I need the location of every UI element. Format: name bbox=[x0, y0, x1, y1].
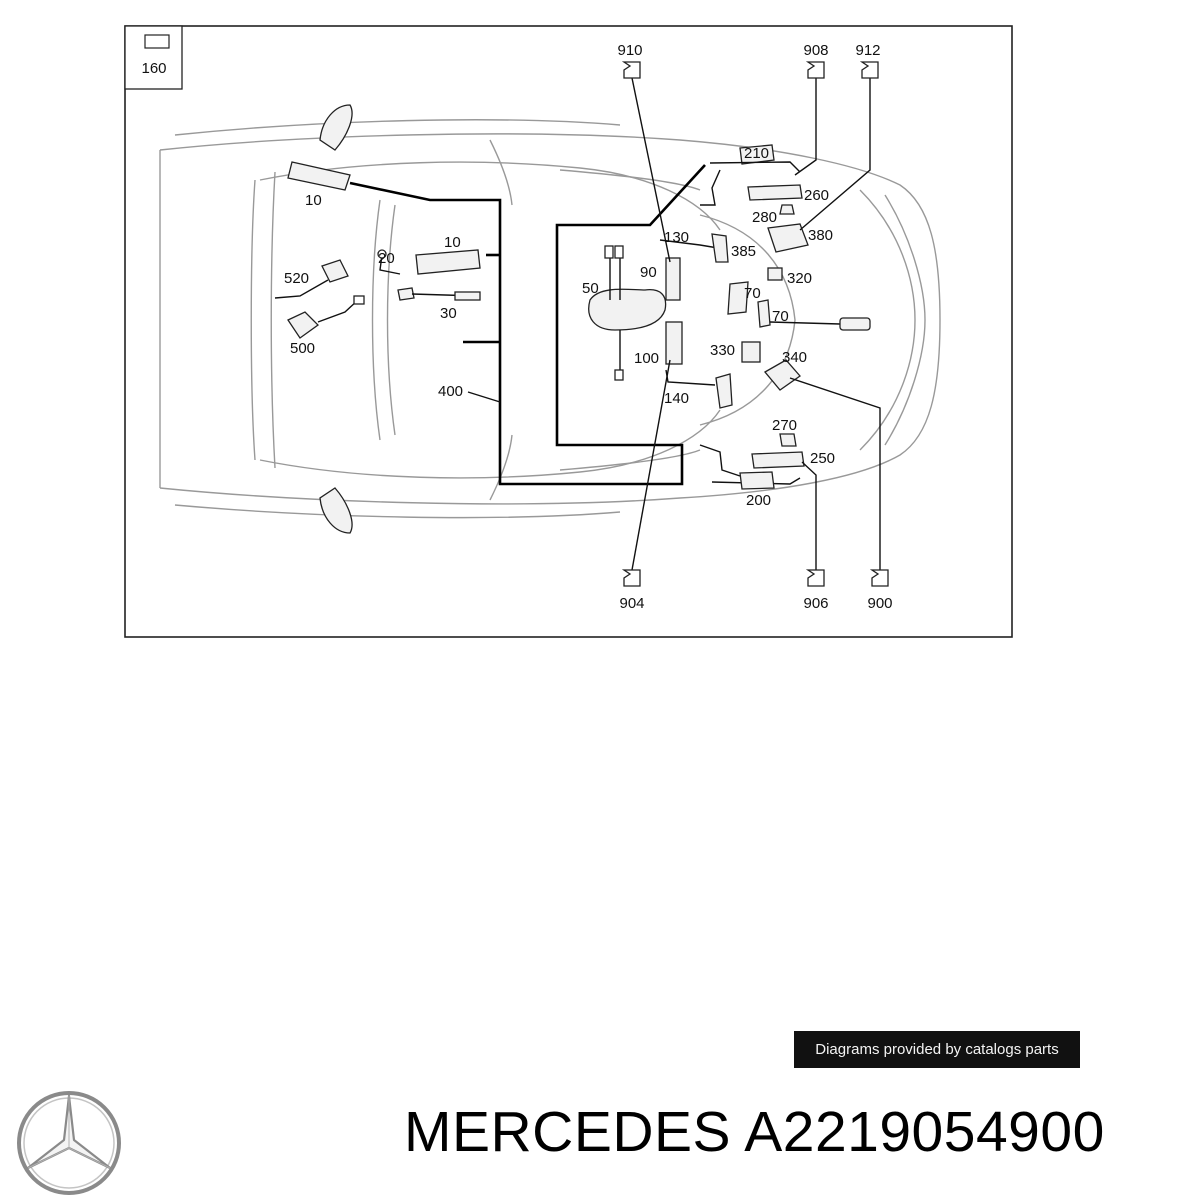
callout-label: 160 bbox=[141, 60, 166, 77]
callout-label: 906 bbox=[803, 595, 828, 612]
callout-label: 320 bbox=[787, 270, 812, 287]
callout-label: 385 bbox=[731, 243, 756, 260]
page-title: MERCEDES A2219054900 bbox=[404, 1100, 1105, 1164]
callout-label: 20 bbox=[378, 250, 395, 267]
callout-label: 520 bbox=[284, 270, 309, 287]
callout-label: 130 bbox=[664, 229, 689, 246]
callout-label: 10 bbox=[305, 192, 322, 209]
callout-label: 400 bbox=[438, 383, 463, 400]
callout-label: 250 bbox=[810, 450, 835, 467]
connector-symbols bbox=[621, 61, 889, 587]
callout-label: 330 bbox=[710, 342, 735, 359]
part-shapes bbox=[274, 144, 871, 490]
callout-label: 908 bbox=[803, 42, 828, 59]
callout-label: 380 bbox=[808, 227, 833, 244]
callout-label: 200 bbox=[746, 492, 771, 509]
callout-label: 140 bbox=[664, 390, 689, 407]
callout-label: 210 bbox=[744, 145, 769, 162]
source-caption: Diagrams provided by catalogs parts bbox=[794, 1031, 1080, 1068]
mercedes-star-icon bbox=[17, 1091, 121, 1195]
callout-label: 90 bbox=[640, 264, 657, 281]
harness-400 bbox=[349, 164, 706, 486]
callout-label: 340 bbox=[782, 349, 807, 366]
legend-symbol bbox=[144, 34, 170, 49]
callout-label: 900 bbox=[867, 595, 892, 612]
callout-label: 260 bbox=[804, 187, 829, 204]
car-outline bbox=[159, 104, 941, 534]
callout-label: 50 bbox=[582, 280, 599, 297]
callout-label: 500 bbox=[290, 340, 315, 357]
callout-label: 270 bbox=[772, 417, 797, 434]
callout-label: 280 bbox=[752, 209, 777, 226]
callout-label: 100 bbox=[634, 350, 659, 367]
leader-lines bbox=[631, 77, 881, 571]
parts-diagram: 160 910 908 912 10 210 260 280 380 130 3… bbox=[124, 25, 1013, 638]
callout-label: 30 bbox=[440, 305, 457, 322]
callout-label: 910 bbox=[617, 42, 642, 59]
diagram-frame bbox=[124, 25, 1013, 638]
callout-label: 904 bbox=[619, 595, 644, 612]
callout-label: 10 bbox=[444, 234, 461, 251]
callout-label: 912 bbox=[855, 42, 880, 59]
callout-labels: 160 910 908 912 10 210 260 280 380 130 3… bbox=[141, 42, 892, 612]
callout-label: 70 bbox=[772, 308, 789, 325]
callout-label: 70 bbox=[744, 285, 761, 302]
